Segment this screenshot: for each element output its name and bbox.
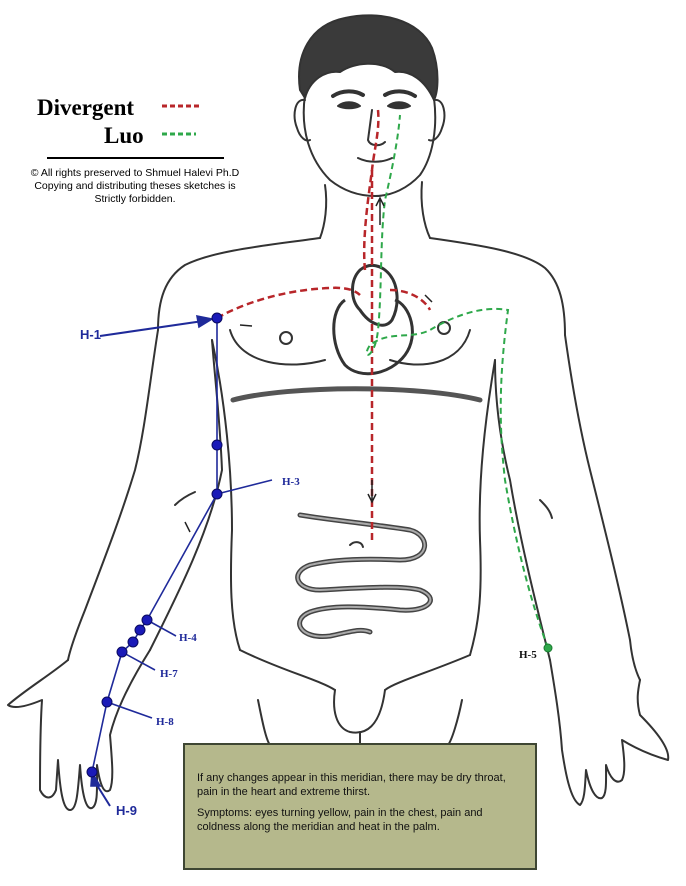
point-label-h3: H-3: [282, 476, 300, 488]
acupoints: [86, 312, 553, 778]
torso-right: [469, 359, 496, 656]
h7-leader: [121, 651, 156, 671]
point-label-h8: H-8: [156, 716, 174, 728]
point-h3: [211, 488, 223, 500]
point-label-h5: H-5: [519, 649, 537, 661]
copyright-line-1: © All rights preserved to Shmuel Halevi …: [30, 167, 240, 179]
groin: [333, 689, 386, 734]
point-h2: [211, 439, 223, 451]
copyright-notice: © All rights preserved to Shmuel Halevi …: [6, 167, 264, 206]
h8-leader: [106, 701, 153, 719]
point-label-h1: H-1: [80, 327, 101, 342]
legend-swatches: [162, 104, 200, 136]
left-elbow-crease: [174, 491, 196, 506]
right-elbow-crease: [539, 499, 553, 519]
h1-arrowhead: [196, 314, 215, 329]
face-outline: [302, 94, 437, 197]
divergent-channel: [216, 109, 432, 540]
torso-left: [211, 339, 241, 651]
right-eye: [387, 101, 411, 110]
right-hand: [549, 659, 670, 806]
nose: [367, 109, 386, 147]
point-h7: [116, 646, 128, 658]
info-paragraph-2: Symptoms: eyes turning yellow, pain in t…: [197, 807, 483, 833]
left-arm-outer: [67, 329, 159, 661]
point-h1: [211, 312, 223, 324]
right-arm-inner: [494, 359, 551, 661]
right-ear: [428, 98, 446, 142]
left-arm-inner: [149, 339, 223, 651]
nipple-left: [279, 331, 293, 345]
heart-meridian: [90, 314, 273, 807]
point-label-h4: H-4: [179, 632, 197, 644]
diaphragm-line: [230, 386, 483, 403]
left-hand: [7, 649, 151, 811]
point-h9: [86, 766, 98, 778]
intestines: [295, 512, 433, 639]
point-h6: [127, 636, 139, 648]
h1-leader: [99, 319, 211, 337]
luo-channel: [365, 114, 549, 649]
thighs: [257, 699, 463, 746]
pectoral-left: [229, 329, 326, 366]
right-eyebrow: [383, 89, 417, 98]
neck-right: [420, 181, 431, 239]
right-shoulder: [429, 237, 566, 336]
mouth: [357, 157, 393, 163]
h3-leader: [216, 479, 273, 495]
left-eyebrow: [331, 89, 365, 98]
luo-point-h5: [543, 643, 553, 653]
info-paragraph-1: If any changes appear in this meridian, …: [197, 772, 506, 798]
info-box: If any changes appear in this meridian, …: [183, 743, 537, 870]
navel: [349, 541, 364, 548]
legend-luo-label: Luo: [104, 123, 144, 148]
point-h8: [101, 696, 113, 708]
copyright-line-3: Strictly forbidden.: [94, 193, 176, 205]
right-arm-outer: [564, 334, 641, 681]
body-outline: [7, 14, 670, 811]
legend-divergent-label: Divergent: [37, 95, 135, 120]
point-h5: [134, 624, 146, 636]
pelvis: [239, 649, 471, 691]
hair: [298, 14, 439, 101]
left-eye: [337, 101, 361, 110]
left-shoulder: [157, 237, 321, 331]
copyright-line-2: Copying and distributing theses sketches…: [34, 180, 236, 192]
h4-leader: [146, 619, 177, 637]
point-h4: [141, 614, 153, 626]
heart: [332, 263, 414, 376]
flow-arrows: [184, 196, 433, 533]
neck-left: [319, 184, 328, 239]
point-label-h9: H-9: [116, 803, 137, 818]
left-ear: [293, 98, 311, 142]
point-label-h7: H-7: [160, 668, 178, 680]
